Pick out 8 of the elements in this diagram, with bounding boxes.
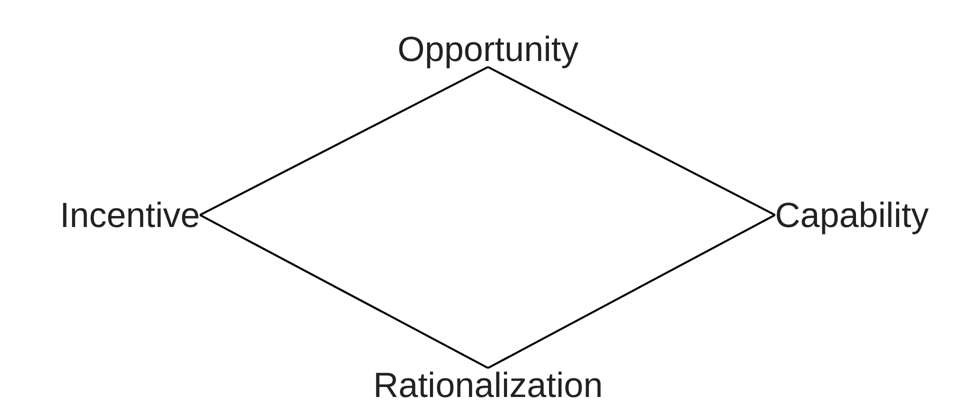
vertex-label: Opportunity — [398, 32, 578, 67]
connector-line — [200, 66, 488, 216]
vertex-label: Incentive — [60, 198, 200, 232]
vertex-label: Rationalization — [373, 368, 603, 403]
connector-line — [200, 214, 488, 369]
vertex-label: Capability — [775, 198, 929, 232]
connector-line — [488, 214, 776, 369]
connector-line — [488, 66, 776, 216]
